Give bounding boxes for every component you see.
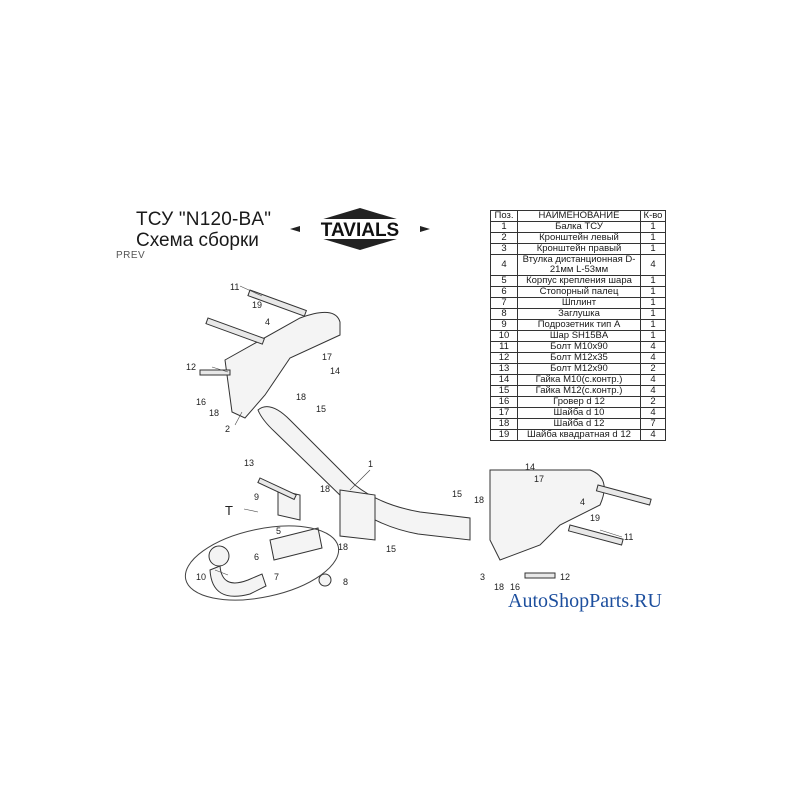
callout-18c: 18 — [320, 484, 330, 494]
callout-4b: 4 — [580, 497, 585, 507]
part-quantity: 4 — [640, 429, 666, 441]
callout-6: 6 — [254, 552, 259, 562]
kit-label: T — [225, 503, 233, 518]
callout-3: 3 — [480, 572, 485, 582]
callout-1: 1 — [368, 459, 373, 469]
callout-16b: 16 — [510, 582, 520, 592]
callout-18f: 18 — [494, 582, 504, 592]
prev-label: PREV — [116, 250, 146, 261]
ball-neck — [209, 565, 267, 597]
callout-17b: 17 — [534, 474, 544, 484]
callout-15: 15 — [316, 404, 326, 414]
part-quantity: 1 — [640, 243, 666, 255]
callout-16: 16 — [196, 397, 206, 407]
ball-housing — [269, 527, 323, 561]
diagram-subtitle: Схема сборки — [136, 230, 259, 251]
callout-11: 11 — [230, 282, 239, 292]
callout-14b: 14 — [525, 462, 535, 472]
callout-12: 12 — [186, 362, 196, 372]
tavials-logo: TAVIALS — [290, 208, 430, 250]
callout-15c: 15 — [386, 544, 396, 554]
diagram-title: ТСУ "N120-BA" — [136, 209, 272, 230]
cap — [318, 573, 332, 587]
callout-4: 4 — [265, 317, 270, 327]
callout-14: 14 — [330, 366, 340, 376]
left-bracket — [224, 311, 341, 419]
bolt-m10x90 — [595, 484, 652, 506]
part-name: Шайба квадратная d 12 — [517, 429, 641, 441]
callout-10: 10 — [196, 572, 206, 582]
callout-7: 7 — [274, 572, 279, 582]
callout-17: 17 — [322, 352, 332, 362]
bolt-m10x90 — [247, 289, 308, 317]
callout-5: 5 — [276, 526, 281, 536]
bolt-m10x90 — [205, 317, 266, 345]
callout-18b: 18 — [296, 392, 306, 402]
callout-19b: 19 — [590, 513, 600, 523]
callout-18d: 18 — [338, 542, 348, 552]
callout-18e: 18 — [474, 495, 484, 505]
logo-text: TAVIALS — [321, 220, 399, 241]
right-bracket — [489, 469, 605, 561]
callout-18: 18 — [209, 408, 219, 418]
callout-13: 13 — [244, 458, 254, 468]
bolt-m10x90 — [567, 524, 624, 546]
watermark-text: AutoShopParts.RU — [508, 590, 662, 612]
callout-15b: 15 — [452, 489, 462, 499]
watermark: AutoShopParts.RU — [508, 590, 662, 613]
kit-outline — [184, 525, 340, 601]
part-quantity: 2 — [640, 363, 666, 375]
tow-ball — [208, 545, 230, 567]
callout-2: 2 — [225, 424, 230, 434]
callout-8: 8 — [343, 577, 348, 587]
bolt-m12x35 — [524, 572, 556, 579]
callout-12b: 12 — [560, 572, 570, 582]
callout-11b: 11 — [624, 532, 633, 542]
bolt-m12x90 — [257, 477, 297, 501]
ball-mount-plate — [339, 489, 376, 541]
bolt-m12x35 — [199, 369, 231, 376]
callout-9: 9 — [254, 492, 259, 502]
callout-19: 19 — [252, 300, 262, 310]
